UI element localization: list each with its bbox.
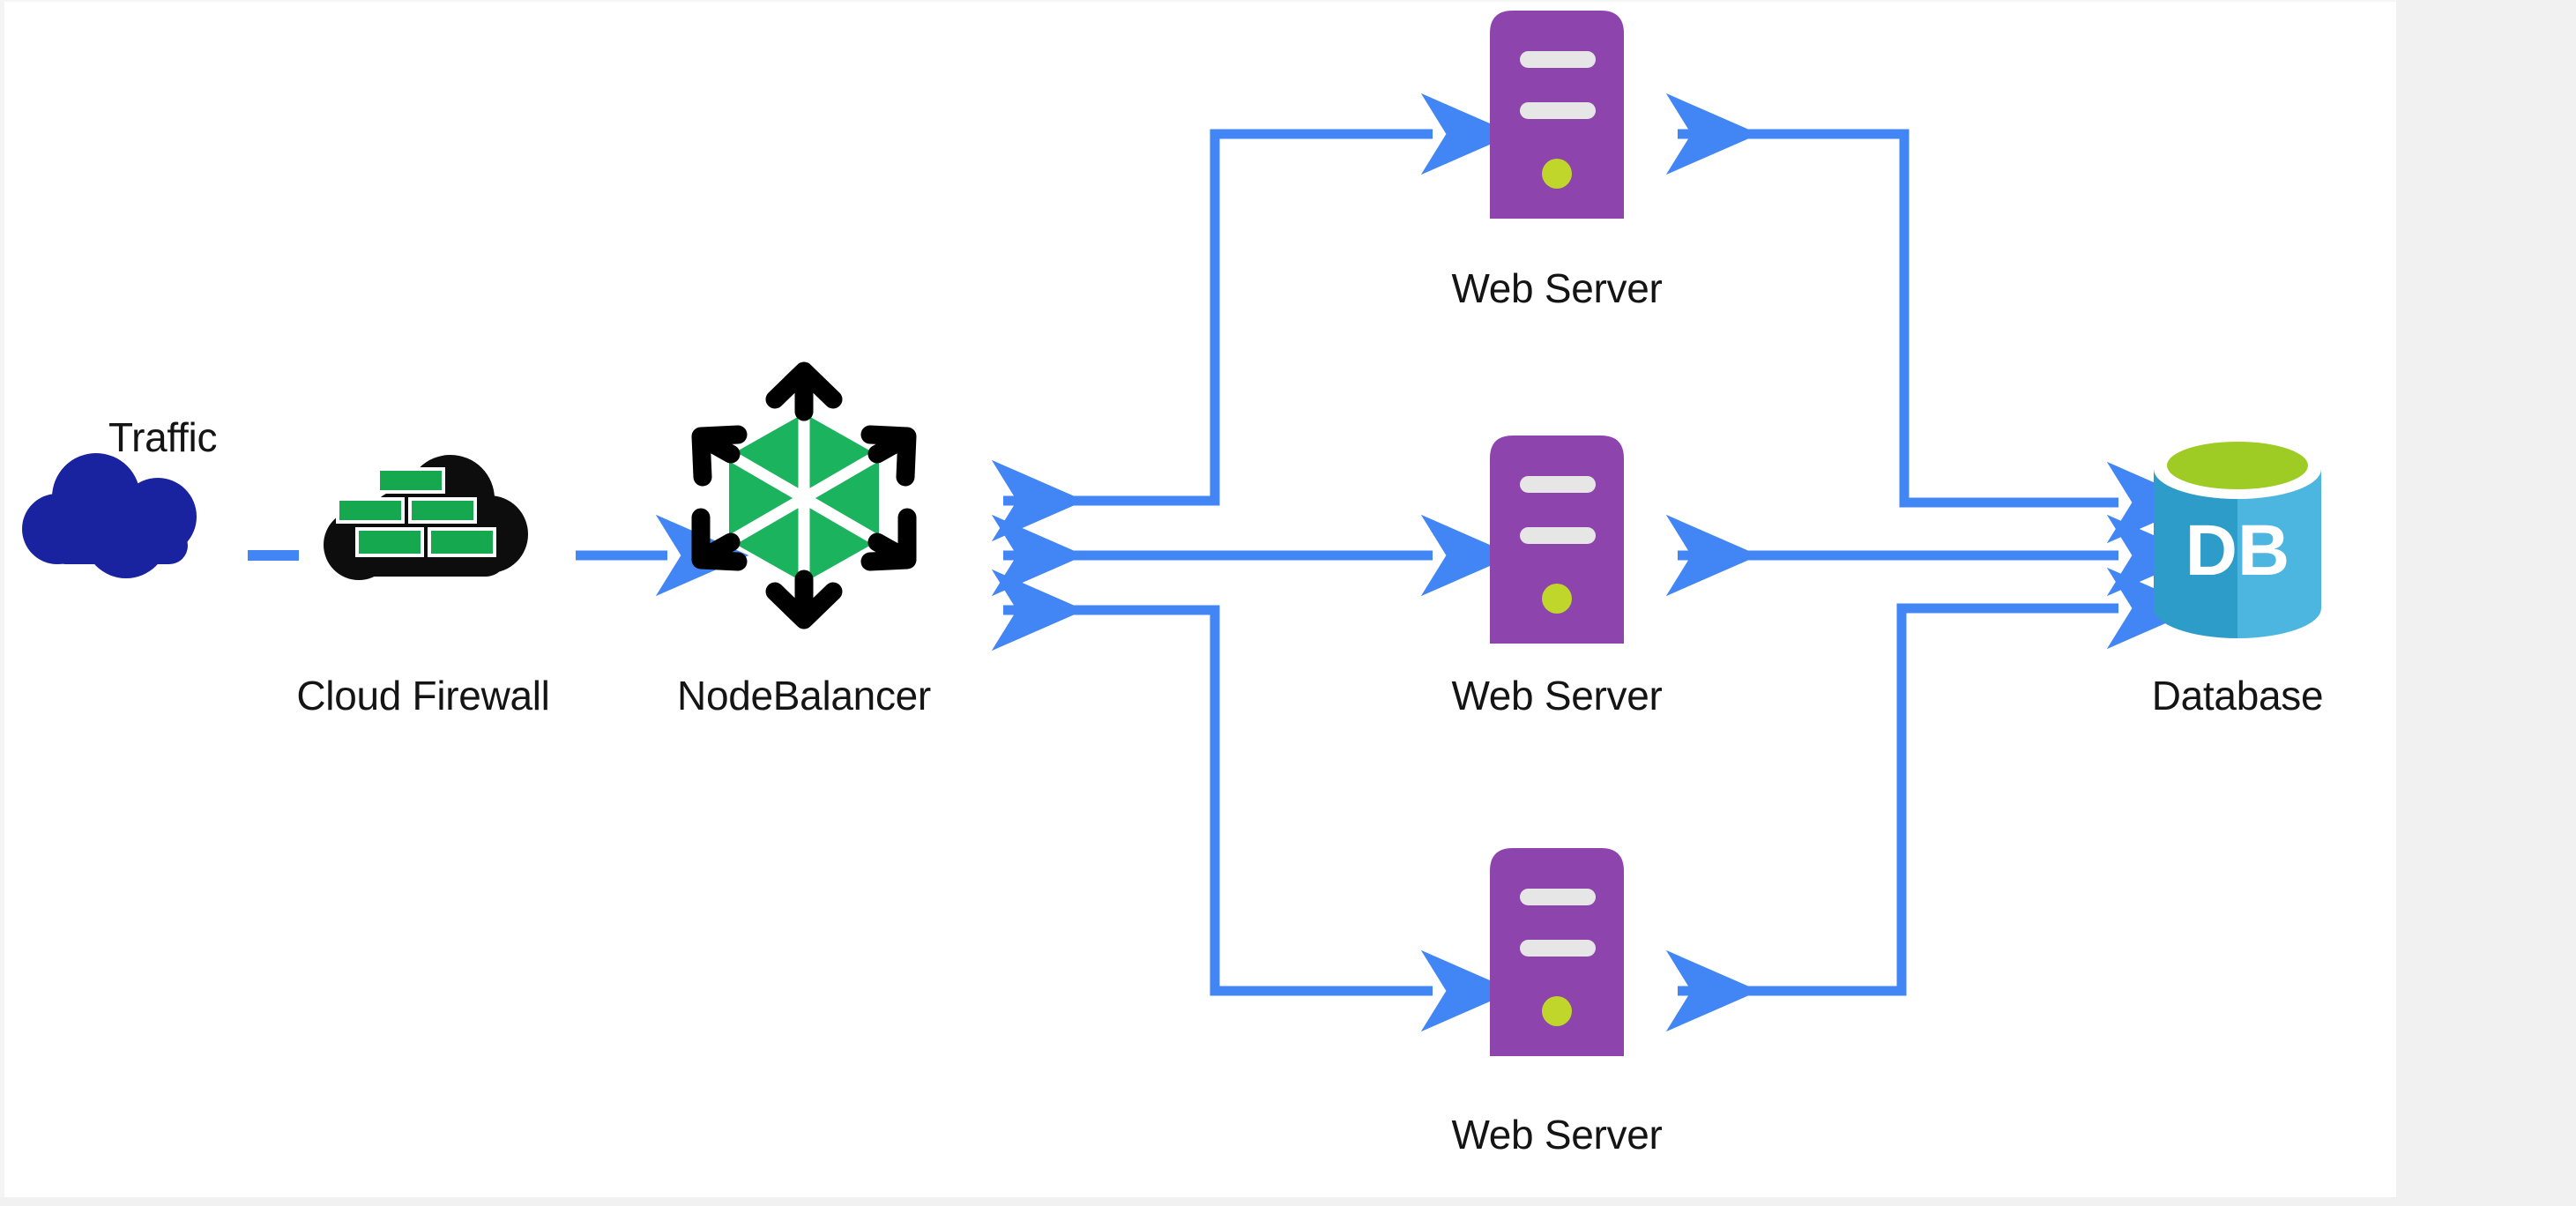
node-nodebalancer[interactable] [667,359,941,632]
database-badge-text: DB [2185,510,2289,591]
connector-web-server-bottom-to-database [1665,567,2200,1032]
web-server-top-label: Web Server [1451,265,1663,311]
node-web-server-bottom[interactable] [1490,846,1624,1058]
web-server-bottom-label: Web Server [1451,1112,1663,1158]
connector-nodebalancer-to-web-server-top [991,93,1515,542]
node-cloud-firewall[interactable] [301,453,547,594]
connector-nodebalancer-to-web-server-bottom [991,569,1515,1032]
nodebalancer-icon [691,361,917,629]
connector-web-server-top-to-database [1665,93,2200,544]
diagram-canvas: Traffic [0,0,2396,1197]
cloud-icon [22,453,197,578]
traffic-label: Traffic [108,414,218,460]
server-tower-icon [1490,11,1624,219]
node-web-server-top[interactable] [1490,9,1624,220]
server-tower-icon [1490,436,1624,644]
database-label: Database [2151,673,2324,718]
cloud-firewall-label: Cloud Firewall [296,673,550,718]
node-traffic-cloud[interactable] [11,443,242,584]
server-tower-icon [1490,848,1624,1056]
cloud-firewall-icon [324,455,528,580]
database-cylinder-icon: DB [2154,439,2321,638]
nodebalancer-label: NodeBalancer [677,673,931,718]
node-web-server-middle[interactable] [1490,434,1624,645]
web-server-middle-label: Web Server [1451,673,1663,718]
node-database[interactable]: DB [2147,436,2328,640]
connector-layer [248,93,2200,1032]
